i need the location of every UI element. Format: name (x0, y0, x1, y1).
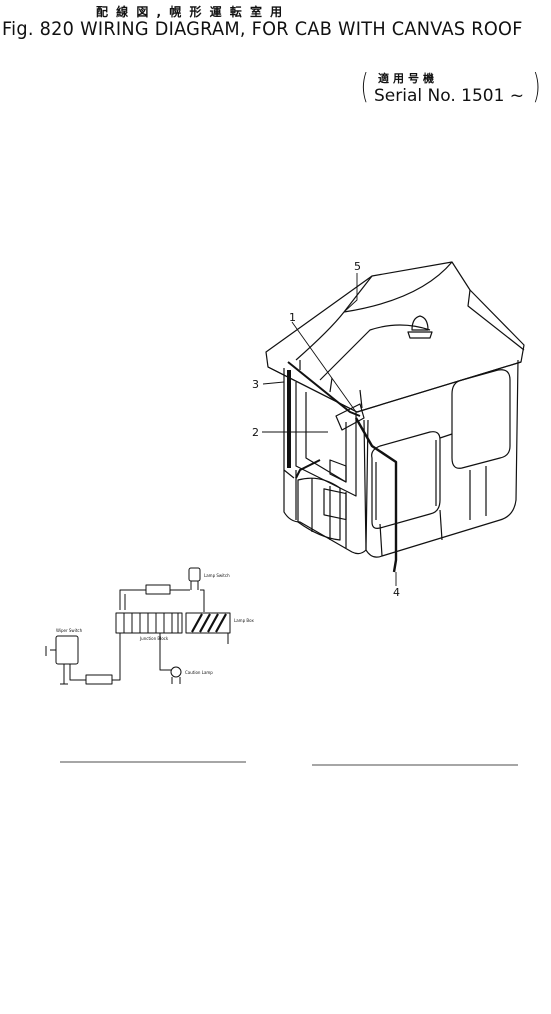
roof-curve (343, 261, 453, 313)
fuse-upper (145, 584, 171, 595)
lamp-box-label: Lamp Box (234, 618, 254, 623)
callout-3: 3 (252, 378, 259, 391)
caution-lamp-label: Caution Lamp (185, 670, 213, 675)
caution-lamp (170, 666, 182, 684)
front-window-frame (295, 382, 357, 497)
harness-4 (354, 417, 398, 573)
wiper-switch-label: Wiper Switch (56, 628, 83, 633)
callouts (262, 273, 397, 586)
cab-illustration (265, 261, 525, 573)
lamp-switch-label: Lamp Switch (204, 573, 230, 578)
lamp-switch (188, 567, 201, 590)
wiring-schematic: Lamp Switch Junction Block Lamp Box Caut… (45, 567, 254, 685)
beacon-lamp (407, 315, 433, 339)
left-paren: ( (360, 67, 369, 107)
wiper-switch (45, 635, 79, 685)
callout-4: 4 (393, 586, 400, 599)
lamp-box-connector (185, 612, 231, 634)
japanese-title: 配 線 図 , 幌 形 運 転 室 用 (96, 5, 285, 19)
fuse-lower (85, 674, 113, 685)
right-paren: ) (532, 67, 541, 107)
junction-block (115, 612, 183, 634)
serial-japanese: 適用号機 (378, 72, 438, 85)
wiper-motor (323, 403, 365, 521)
serial-number: Serial No. 1501 ~ (374, 86, 525, 106)
figure-title: Fig. 820 WIRING DIAGRAM, FOR CAB WITH CA… (2, 18, 523, 40)
callout-2: 2 (252, 426, 259, 439)
serial-applicability: ( 適用号機 Serial No. 1501 ~ ) (358, 67, 544, 110)
callout-5: 5 (354, 260, 361, 273)
harness-1 (287, 361, 361, 417)
cab-roof (265, 261, 525, 413)
cab-right-side (363, 359, 519, 558)
callout-numbers: 5 1 3 2 4 (252, 260, 400, 599)
callout-1: 1 (289, 311, 296, 324)
junction-block-label: Junction Block (139, 636, 169, 641)
